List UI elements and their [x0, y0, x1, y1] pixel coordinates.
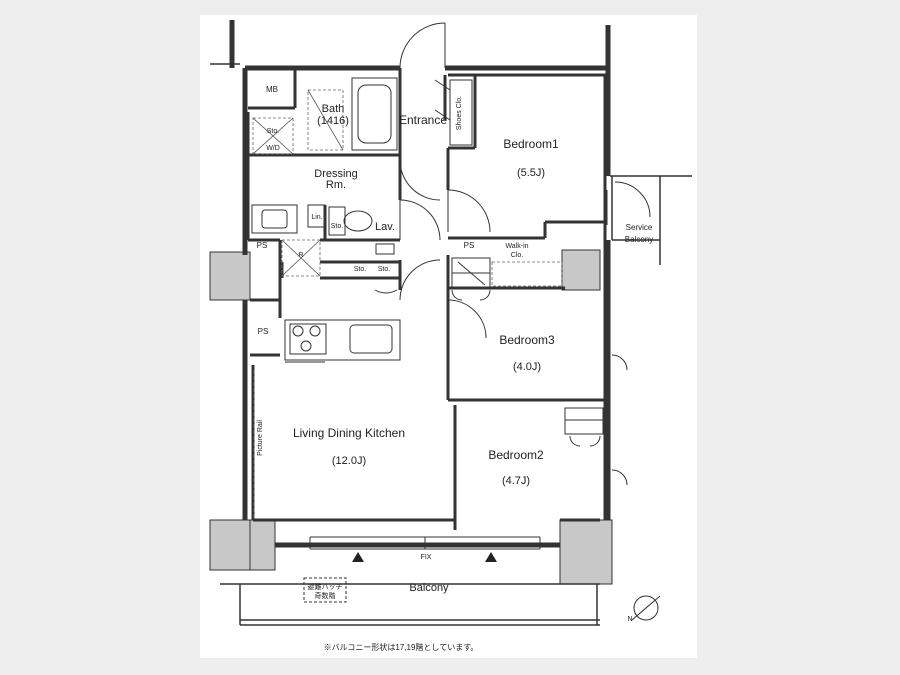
interior-walls	[210, 63, 692, 626]
walkin-clo-label: Clo.	[511, 252, 524, 259]
service-balcony-label: Service	[626, 223, 653, 232]
bedroom-closets	[451, 257, 604, 447]
footnote: ※バルコニー形状は17,19階としています。	[324, 642, 479, 652]
ldk-area-label: (12.0J)	[332, 455, 366, 467]
bedroom3-label: Bedroom3	[499, 333, 555, 347]
structural-columns	[209, 249, 613, 585]
linen-label: Lin.	[311, 214, 322, 221]
window-marker-left	[352, 552, 364, 562]
shoes-closet-label: Shoes Clo.	[456, 96, 463, 130]
balcony-window	[309, 536, 541, 550]
entrance-label: Entrance	[399, 113, 447, 127]
bath-size-label: (1416)	[317, 115, 349, 127]
picture-rail-label: Picture Rail	[257, 420, 264, 456]
kitchen-counter	[284, 319, 401, 363]
ps-left-lower-label: PS	[258, 327, 269, 336]
doors	[374, 22, 651, 500]
dressing-rm-label: Rm.	[326, 179, 346, 191]
ldk-label: Living Dining Kitchen	[293, 426, 405, 440]
washer-diagonals	[252, 89, 344, 277]
sto-toilet-label: Sto.	[331, 223, 344, 230]
evacuation-hatch	[303, 577, 347, 603]
ps-hall-label: PS	[464, 241, 475, 250]
ps-left-upper-label: PS	[257, 241, 268, 250]
window-marker-right	[485, 552, 497, 562]
vanity	[251, 204, 326, 234]
bedroom3-area-label: (4.0J)	[513, 361, 541, 373]
shoes-closet-shelves	[434, 79, 473, 146]
bath-label: Bath	[322, 103, 345, 115]
bedroom2-area-label: (4.7J)	[502, 475, 530, 487]
mb-label: MB	[266, 85, 278, 94]
bedroom2-label: Bedroom2	[488, 448, 544, 462]
compass	[631, 595, 661, 621]
service-balcony-label-2: Balcony	[625, 235, 653, 244]
walkin-label: Walk-in	[505, 243, 528, 250]
fix-label: FIX	[421, 554, 432, 561]
dressing-label: Dressing	[314, 168, 357, 180]
fridge-label: R	[298, 252, 303, 259]
hatch-label: 避難ハッチ	[308, 582, 343, 591]
bedroom1-label: Bedroom1	[503, 137, 559, 151]
lav-label: Lav.	[375, 221, 395, 233]
hatch-floor-label: 奇数階	[315, 591, 336, 600]
sto-kitchen1-label: Sto.	[354, 266, 367, 273]
bathtub	[351, 77, 398, 151]
closet-outlines	[252, 89, 563, 287]
washer-label: W/D	[266, 145, 280, 152]
sto-washer-label: Sto.	[267, 128, 280, 135]
compass-north-label: N	[627, 616, 632, 623]
exterior-walls	[229, 20, 611, 548]
toilet	[328, 206, 395, 255]
sto-kitchen2-label: Sto.	[378, 266, 391, 273]
bedroom1-area-label: (5.5J)	[517, 167, 545, 179]
balcony-label: Balcony	[409, 582, 449, 594]
